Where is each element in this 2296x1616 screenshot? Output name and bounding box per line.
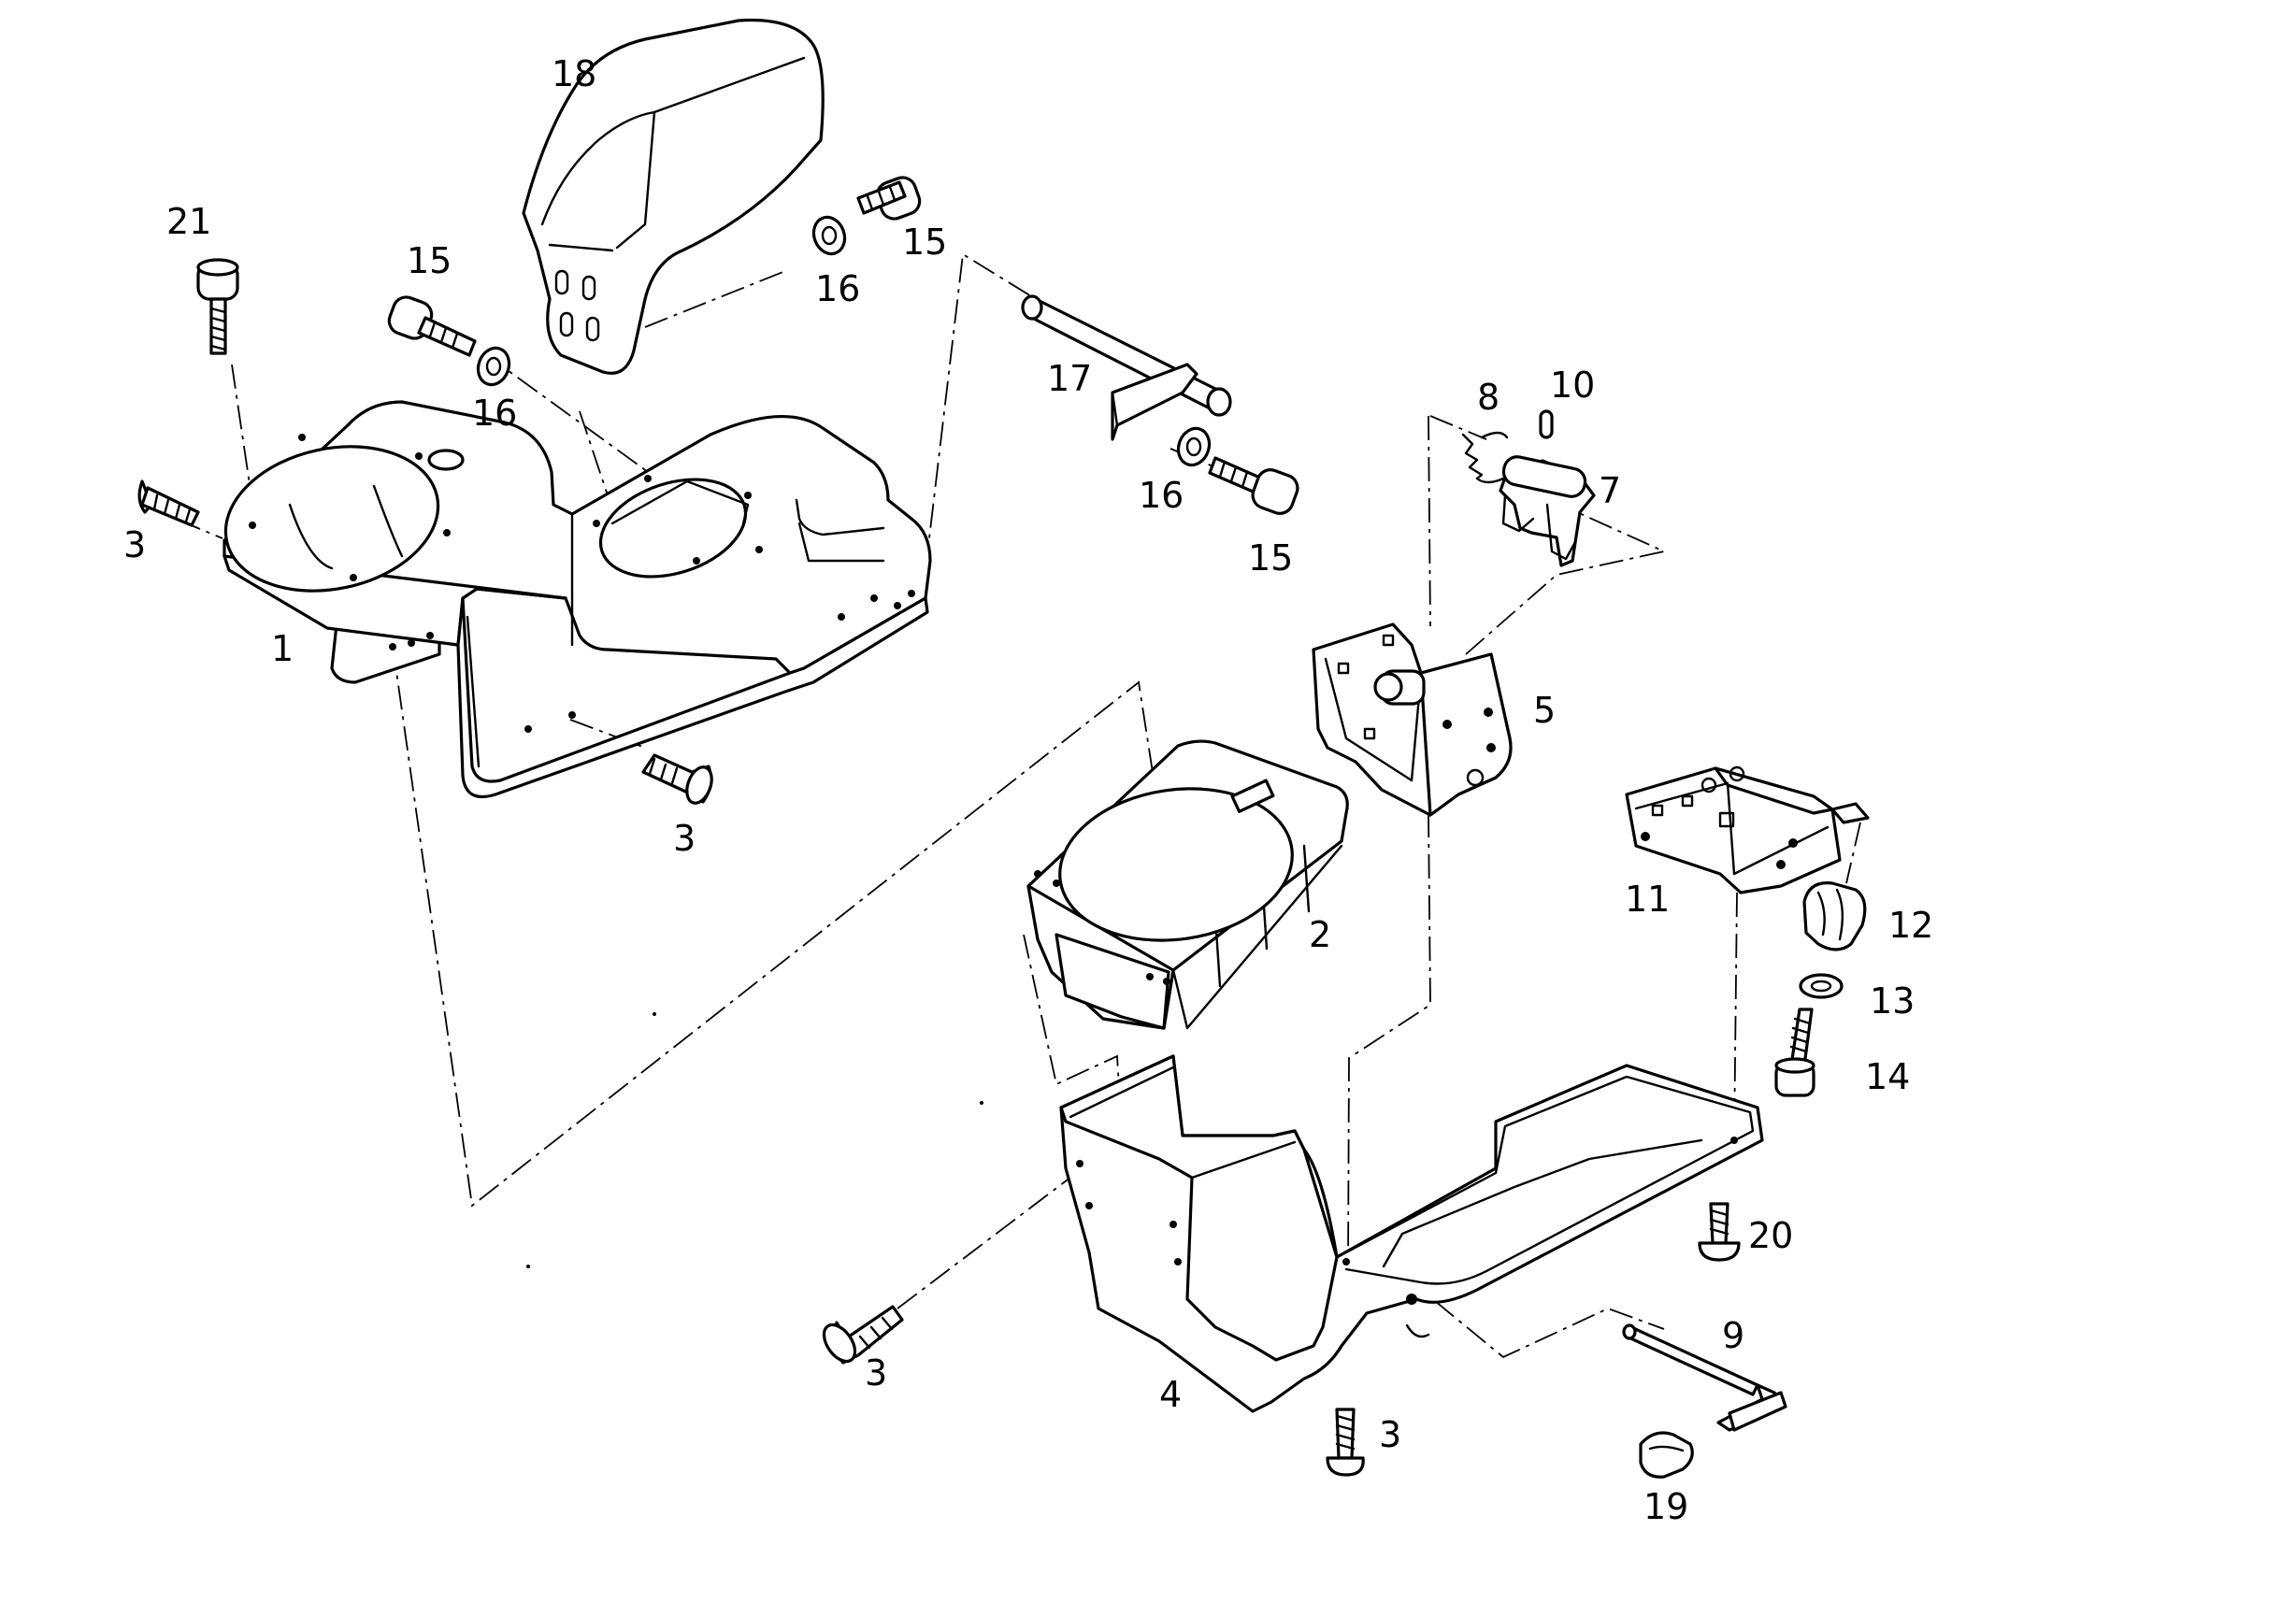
part-13-washer xyxy=(1799,973,1844,999)
part-12-clip xyxy=(1802,881,1867,951)
latch-pin-housing xyxy=(1501,455,1587,498)
part-3-screw-lower xyxy=(822,1305,904,1365)
callout-3: 3 xyxy=(123,524,146,565)
callout-4: 4 xyxy=(1159,1374,1182,1415)
callout-15: 15 xyxy=(902,222,947,263)
frame-hole-small xyxy=(427,449,465,471)
leader-3-mid xyxy=(569,719,646,749)
part-17-rod xyxy=(1021,294,1232,441)
callout-21: 21 xyxy=(166,201,211,242)
leader-3-lower xyxy=(897,1167,1083,1309)
callout-15: 15 xyxy=(1248,537,1293,579)
callout-12: 12 xyxy=(1888,905,1933,946)
leader-7-to-5 xyxy=(1465,485,1667,655)
part-5-bracket xyxy=(1312,622,1513,817)
callout-3: 3 xyxy=(673,818,696,859)
callout-3: 3 xyxy=(865,1352,887,1394)
pad-slot xyxy=(554,269,569,295)
callout-1: 1 xyxy=(271,628,294,669)
part-10-pin xyxy=(1539,409,1554,439)
part-15-screw-left xyxy=(387,295,477,357)
frame-hole-large xyxy=(223,445,440,593)
leader-5-to-4 xyxy=(1347,812,1431,1270)
callout-16: 16 xyxy=(1139,475,1184,516)
callout-20: 20 xyxy=(1748,1215,1793,1256)
part-16-washer-top xyxy=(811,215,847,256)
part-4-lower-cover xyxy=(1059,1054,1764,1413)
part-15-screw-top xyxy=(856,176,922,221)
part-19-knob xyxy=(1639,1431,1694,1479)
pad-slot xyxy=(585,316,600,342)
part-8-spring xyxy=(1461,431,1509,484)
callout-7: 7 xyxy=(1599,470,1621,511)
callout-3: 3 xyxy=(1379,1414,1401,1455)
part-20-screw xyxy=(1698,1202,1741,1262)
callout-14: 14 xyxy=(1865,1056,1910,1097)
part-18-seat-pad xyxy=(522,18,825,375)
callout-11: 11 xyxy=(1625,879,1670,920)
part-16-washer-right xyxy=(1176,426,1212,467)
leader-18-to-16 xyxy=(644,270,786,328)
part-3-screw-mid xyxy=(641,753,713,805)
callout-5: 5 xyxy=(1533,690,1556,731)
callout-16: 16 xyxy=(815,268,860,309)
callout-19: 19 xyxy=(1643,1486,1688,1527)
part-11-bracket xyxy=(1625,765,1870,894)
leader-15-16-to-frame xyxy=(483,352,655,478)
callout-13: 13 xyxy=(1870,980,1915,1022)
part-9-pin-rod xyxy=(1622,1323,1787,1432)
part-16-washer-left xyxy=(476,346,511,387)
leader-18-to-frame xyxy=(579,410,609,496)
part-3-screw-bottom xyxy=(1326,1408,1365,1477)
callouts: 1 2 3 3 3 3 4 5 7 8 9 10 11 12 13 14 15 … xyxy=(123,53,1933,1527)
pad-slot xyxy=(559,311,574,337)
callout-10: 10 xyxy=(1550,365,1595,406)
part-14-bolt xyxy=(1774,1008,1815,1097)
panel-hole xyxy=(1058,787,1294,942)
callout-8: 8 xyxy=(1477,377,1500,418)
callout-17: 17 xyxy=(1047,358,1092,399)
part-21-cap-screw xyxy=(196,258,239,355)
leader-9-to-4 xyxy=(1434,1300,1665,1359)
leader-8-to-5 xyxy=(1428,415,1431,627)
callout-15: 15 xyxy=(407,240,452,281)
leader-8-line xyxy=(1429,415,1487,440)
part-2-panel xyxy=(1026,739,1349,1030)
part-15-screw-right xyxy=(1208,456,1299,515)
stray-dots xyxy=(526,1012,983,1268)
part-3-screw-left xyxy=(137,479,200,527)
callout-18: 18 xyxy=(552,53,596,94)
callout-2: 2 xyxy=(1309,914,1331,955)
pad-slot xyxy=(581,275,596,301)
part-7-latch xyxy=(1499,455,1596,567)
callout-9: 9 xyxy=(1722,1315,1744,1356)
leader-12-line xyxy=(1845,822,1861,884)
frame-hole-mid xyxy=(598,478,748,579)
leader-17-to-frame xyxy=(920,252,1037,610)
panel-slot xyxy=(1230,779,1275,813)
part-1-main-frame xyxy=(222,400,932,799)
callout-16: 16 xyxy=(472,393,517,434)
